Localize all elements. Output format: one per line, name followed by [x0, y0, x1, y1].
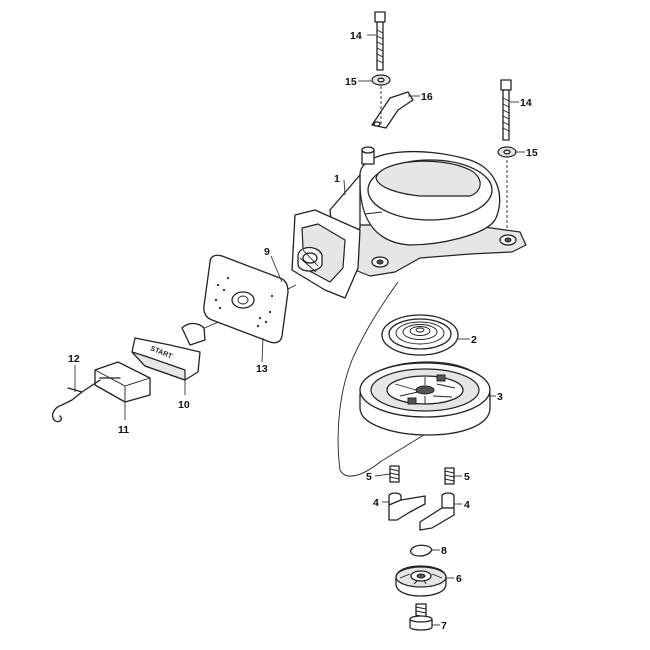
circlip [409, 544, 433, 557]
bolt-right [500, 79, 512, 141]
callout-14-left: 14 [350, 30, 362, 42]
callout-14-right: 14 [520, 97, 532, 109]
callout-11: 11 [118, 424, 129, 436]
callout-4-right: 4 [464, 499, 470, 511]
rope-reel [359, 361, 491, 436]
spring-right [444, 467, 455, 485]
washer-left [371, 74, 391, 86]
bracket [371, 91, 414, 129]
callout-8: 8 [441, 545, 447, 557]
start-handle: START [131, 322, 206, 381]
callout-13: 13 [256, 363, 268, 375]
callout-15-right: 15 [526, 147, 538, 159]
leader-lines [74, 34, 525, 626]
callout-6: 6 [456, 573, 462, 585]
callout-labels: 14 15 16 14 15 1 9 2 12 13 3 10 11 5 5 4… [68, 30, 538, 632]
callout-10: 10 [178, 399, 190, 411]
center-screw [409, 603, 433, 631]
handle-insert [94, 361, 151, 403]
callout-12: 12 [68, 353, 80, 365]
callout-7: 7 [441, 620, 447, 632]
callout-5-right: 5 [464, 471, 470, 483]
callout-3: 3 [497, 391, 503, 403]
callout-5-left: 5 [366, 471, 372, 483]
guide-plate [203, 254, 289, 344]
bolt-left [374, 11, 386, 71]
callout-15-left: 15 [345, 76, 357, 88]
callout-2: 2 [471, 334, 477, 346]
friction-plate [395, 565, 447, 597]
washer-right [497, 146, 517, 158]
ratchet-right [419, 492, 455, 531]
recoil-spring [381, 314, 459, 356]
rope-hook [51, 377, 121, 423]
ratchet-left [388, 492, 426, 521]
callout-16: 16 [421, 91, 433, 103]
starter-housing [291, 146, 527, 299]
callout-4-left: 4 [373, 497, 379, 509]
callout-9: 9 [264, 246, 270, 258]
callout-1: 1 [334, 173, 340, 185]
spring-left [389, 465, 400, 483]
